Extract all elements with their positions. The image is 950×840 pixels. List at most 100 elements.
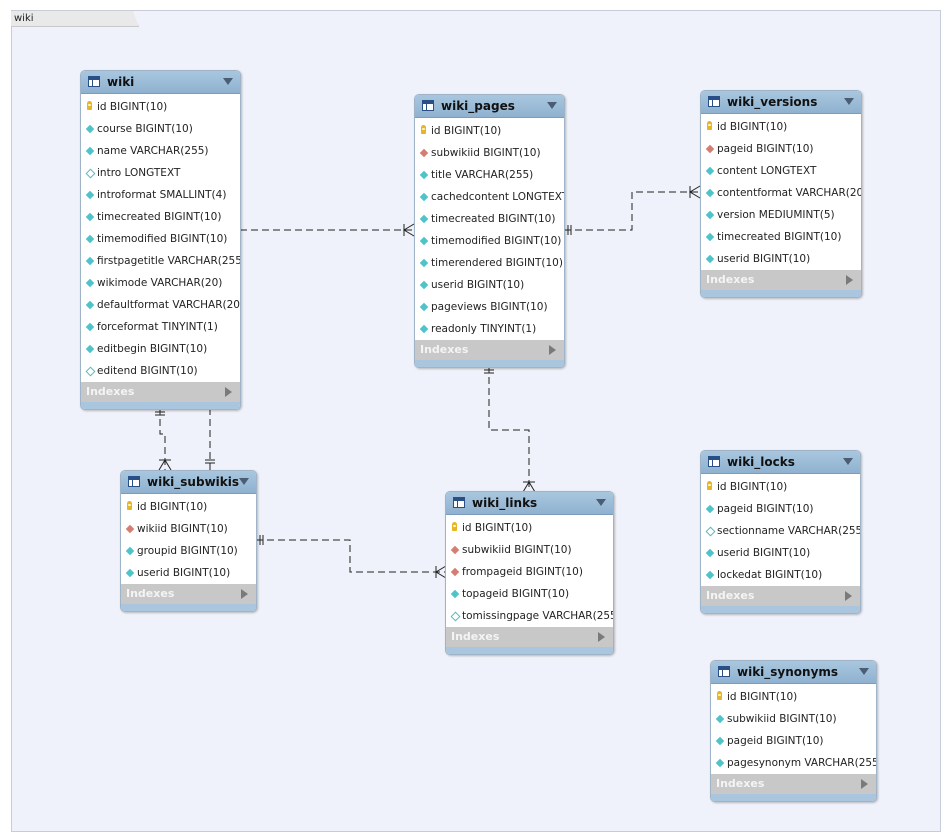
- column-row[interactable]: intro LONGTEXT: [81, 162, 240, 184]
- column-row[interactable]: timecreated BIGINT(10): [701, 226, 861, 248]
- column-row[interactable]: id BIGINT(10): [81, 96, 240, 118]
- column-row[interactable]: sectionname VARCHAR(255): [701, 520, 860, 542]
- column-row[interactable]: wikiid BIGINT(10): [121, 518, 256, 540]
- table-icon: [88, 76, 100, 87]
- expand-arrow-icon[interactable]: [861, 779, 868, 789]
- column-row[interactable]: id BIGINT(10): [415, 120, 564, 142]
- column-row[interactable]: userid BIGINT(10): [701, 542, 860, 564]
- column-row[interactable]: content LONGTEXT: [701, 160, 861, 182]
- table-header[interactable]: wiki_subwikis: [121, 471, 256, 494]
- column-row[interactable]: readonly TINYINT(1): [415, 318, 564, 340]
- column-row[interactable]: id BIGINT(10): [446, 517, 613, 539]
- table-header[interactable]: wiki_links: [446, 492, 613, 515]
- column-row[interactable]: title VARCHAR(255): [415, 164, 564, 186]
- expand-arrow-icon[interactable]: [225, 387, 232, 397]
- table-header[interactable]: wiki_synonyms: [711, 661, 876, 684]
- expand-arrow-icon[interactable]: [846, 275, 853, 285]
- collapse-arrow-icon[interactable]: [859, 668, 869, 675]
- expand-arrow-icon[interactable]: [241, 589, 248, 599]
- collapse-arrow-icon[interactable]: [239, 478, 249, 485]
- column-row[interactable]: id BIGINT(10): [121, 496, 256, 518]
- column-label: timerendered BIGINT(10): [431, 257, 563, 269]
- table-header[interactable]: wiki: [81, 71, 240, 94]
- column-row[interactable]: frompageid BIGINT(10): [446, 561, 613, 583]
- column-row[interactable]: subwikiid BIGINT(10): [415, 142, 564, 164]
- column-row[interactable]: wikimode VARCHAR(20): [81, 272, 240, 294]
- layer-tab[interactable]: wiki: [11, 11, 139, 27]
- column-row[interactable]: tomissingpage VARCHAR(255): [446, 605, 613, 627]
- indexes-label: Indexes: [126, 587, 175, 600]
- column-label: lockedat BIGINT(10): [717, 569, 823, 581]
- column-row[interactable]: course BIGINT(10): [81, 118, 240, 140]
- column-row[interactable]: timerendered BIGINT(10): [415, 252, 564, 274]
- table-name: wiki_locks: [727, 455, 795, 469]
- column-row[interactable]: groupid BIGINT(10): [121, 540, 256, 562]
- collapse-arrow-icon[interactable]: [844, 98, 854, 105]
- column-row[interactable]: pageid BIGINT(10): [701, 138, 861, 160]
- table-footer: [81, 402, 240, 409]
- column-row[interactable]: firstpagetitle VARCHAR(255): [81, 250, 240, 272]
- expand-arrow-icon[interactable]: [845, 591, 852, 601]
- column-row[interactable]: timecreated BIGINT(10): [415, 208, 564, 230]
- column-label: cachedcontent LONGTEXT: [431, 191, 565, 203]
- column-row[interactable]: introformat SMALLINT(4): [81, 184, 240, 206]
- indexes-bar[interactable]: Indexes: [121, 584, 256, 604]
- column-row[interactable]: cachedcontent LONGTEXT: [415, 186, 564, 208]
- column-row[interactable]: subwikiid BIGINT(10): [711, 708, 876, 730]
- not-null-column-icon: [715, 736, 725, 746]
- column-row[interactable]: pageid BIGINT(10): [701, 498, 860, 520]
- column-row[interactable]: pagesynonym VARCHAR(255): [711, 752, 876, 774]
- not-null-column-icon: [85, 344, 95, 354]
- table-header[interactable]: wiki_locks: [701, 451, 860, 474]
- column-label: id BIGINT(10): [717, 481, 788, 493]
- column-row[interactable]: name VARCHAR(255): [81, 140, 240, 162]
- column-row[interactable]: contentformat VARCHAR(20): [701, 182, 861, 204]
- nullable-column-icon: [85, 366, 96, 377]
- indexes-bar[interactable]: Indexes: [446, 627, 613, 647]
- collapse-arrow-icon[interactable]: [596, 499, 606, 506]
- column-row[interactable]: defaultformat VARCHAR(20): [81, 294, 240, 316]
- table-header[interactable]: wiki_versions: [701, 91, 861, 114]
- table-header[interactable]: wiki_pages: [415, 95, 564, 118]
- column-row[interactable]: timemodified BIGINT(10): [81, 228, 240, 250]
- column-row[interactable]: pageviews BIGINT(10): [415, 296, 564, 318]
- indexes-label: Indexes: [451, 630, 500, 643]
- column-row[interactable]: userid BIGINT(10): [415, 274, 564, 296]
- column-row[interactable]: id BIGINT(10): [711, 686, 876, 708]
- column-row[interactable]: editbegin BIGINT(10): [81, 338, 240, 360]
- column-row[interactable]: id BIGINT(10): [701, 476, 860, 498]
- column-row[interactable]: userid BIGINT(10): [121, 562, 256, 584]
- column-row[interactable]: version MEDIUMINT(5): [701, 204, 861, 226]
- column-label: pageid BIGINT(10): [717, 503, 814, 515]
- indexes-bar[interactable]: Indexes: [415, 340, 564, 360]
- collapse-arrow-icon[interactable]: [843, 458, 853, 465]
- nullable-column-icon: [705, 526, 716, 537]
- column-row[interactable]: forceformat TINYINT(1): [81, 316, 240, 338]
- indexes-bar[interactable]: Indexes: [701, 270, 861, 290]
- column-row[interactable]: userid BIGINT(10): [701, 248, 861, 270]
- expand-arrow-icon[interactable]: [549, 345, 556, 355]
- primary-key-icon: [87, 101, 92, 110]
- column-row[interactable]: subwikiid BIGINT(10): [446, 539, 613, 561]
- nullable-column-icon: [85, 168, 96, 179]
- column-row[interactable]: lockedat BIGINT(10): [701, 564, 860, 586]
- column-row[interactable]: id BIGINT(10): [701, 116, 861, 138]
- column-row[interactable]: topageid BIGINT(10): [446, 583, 613, 605]
- collapse-arrow-icon[interactable]: [547, 102, 557, 109]
- indexes-bar[interactable]: Indexes: [701, 586, 860, 606]
- column-row[interactable]: timemodified BIGINT(10): [415, 230, 564, 252]
- collapse-arrow-icon[interactable]: [223, 78, 233, 85]
- expand-arrow-icon[interactable]: [598, 632, 605, 642]
- column-row[interactable]: pageid BIGINT(10): [711, 730, 876, 752]
- indexes-bar[interactable]: Indexes: [81, 382, 240, 402]
- indexes-bar[interactable]: Indexes: [711, 774, 876, 794]
- column-row[interactable]: editend BIGINT(10): [81, 360, 240, 382]
- column-row[interactable]: timecreated BIGINT(10): [81, 206, 240, 228]
